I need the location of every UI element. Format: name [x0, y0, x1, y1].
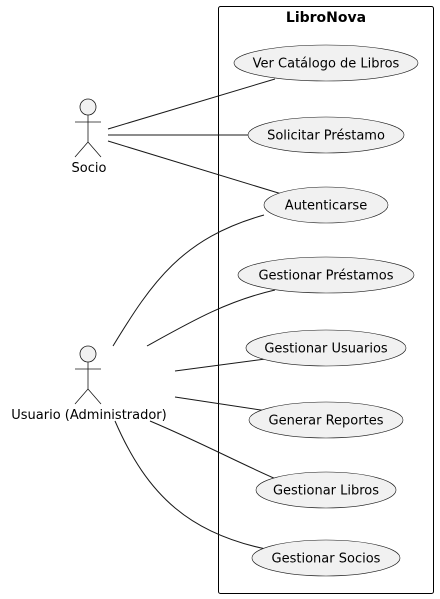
- use-case-label: Ver Catálogo de Libros: [253, 57, 400, 72]
- stick-figure-icon: [74, 345, 102, 405]
- actor-socio: Socio: [72, 98, 107, 176]
- association-socio-autenticarse: [107, 140, 286, 196]
- use-case-label: Generar Reportes: [269, 414, 384, 429]
- use-case-label: Gestionar Libros: [273, 484, 379, 499]
- stick-figure-icon: [74, 98, 102, 158]
- use-case-ver-catalogo: Ver Catálogo de Libros: [233, 44, 419, 82]
- use-case-label: Gestionar Socios: [272, 552, 381, 567]
- association-socio-ver-catalogo: [107, 78, 276, 130]
- association-admin-gestionar-libros: [149, 420, 277, 480]
- association-admin-generar-reportes: [174, 396, 275, 413]
- use-case-solicitar-prestamo: Solicitar Préstamo: [247, 116, 405, 154]
- association-admin-gestionar-socios: [114, 420, 277, 552]
- use-case-autenticarse: Autenticarse: [263, 186, 389, 224]
- use-case-label: Gestionar Préstamos: [258, 269, 393, 284]
- association-admin-gestionar-usuarios: [174, 357, 274, 372]
- use-case-gestionar-prestamos: Gestionar Préstamos: [237, 256, 415, 294]
- use-case-gestionar-usuarios: Gestionar Usuarios: [245, 329, 407, 367]
- system-boundary: [218, 6, 434, 594]
- association-admin-gestionar-prestamos: [146, 289, 276, 347]
- use-case-label: Autenticarse: [285, 199, 367, 214]
- actor-label: Usuario (Administrador): [11, 408, 166, 423]
- use-case-gestionar-libros: Gestionar Libros: [255, 471, 397, 509]
- system-title: LibroNova: [286, 10, 366, 26]
- use-case-label: Gestionar Usuarios: [264, 342, 388, 357]
- actor-administrador: Usuario (Administrador): [11, 345, 167, 423]
- use-case-gestionar-socios: Gestionar Socios: [251, 539, 401, 577]
- use-case-label: Solicitar Préstamo: [267, 129, 385, 144]
- use-case-generar-reportes: Generar Reportes: [248, 401, 404, 439]
- association-admin-autenticarse: [112, 214, 265, 347]
- actor-label: Socio: [72, 161, 107, 176]
